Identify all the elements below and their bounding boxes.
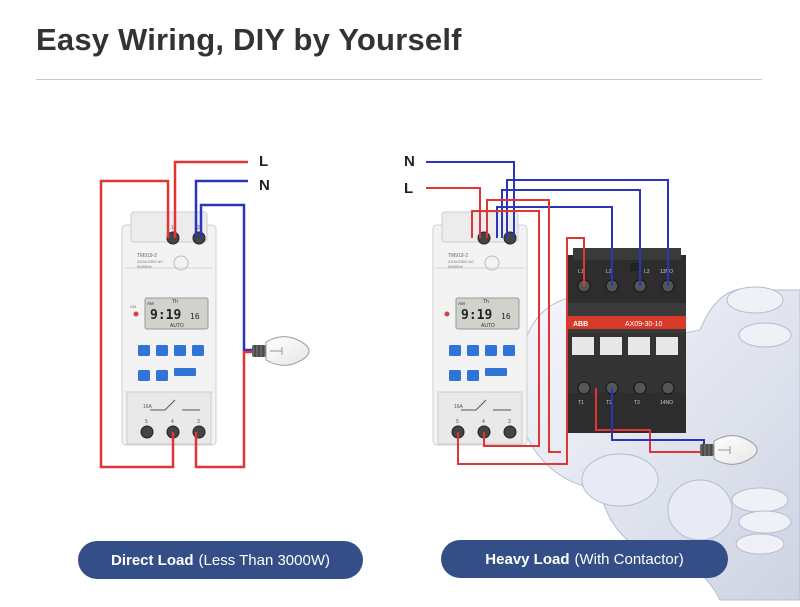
- left-timer-spec1: 220V/230V AC: [137, 259, 163, 264]
- right-neutral-wire-in: [426, 161, 515, 238]
- contactor-top-label-l3: L3: [644, 269, 650, 275]
- right-timer-button: [449, 345, 461, 356]
- right-display-time: 9:19: [461, 308, 492, 323]
- right-timer-button: [467, 345, 479, 356]
- right-terminal-label-4: 4: [482, 419, 485, 425]
- left-load-wire-lamp: [194, 350, 256, 469]
- right-timer-spec2: 50/60Hz: [448, 264, 463, 269]
- left-timer-model: TM919-2: [137, 253, 157, 259]
- left-terminal-label-1: 1: [171, 225, 174, 231]
- contactor-bottom-label-t3: T3: [634, 400, 640, 406]
- right-timer-button: [503, 345, 515, 356]
- right-neutral-wire-contactor: [506, 179, 669, 286]
- right-timer-button: [449, 370, 461, 381]
- right-display-am: AM: [458, 301, 465, 306]
- direct-load-caption: Direct Load (Less Than 3000W): [78, 541, 363, 579]
- left-timer-body: [121, 211, 217, 446]
- direct-load-caption-rest: (Less Than 3000W): [198, 551, 330, 569]
- contactor-brand: ABB: [573, 321, 588, 328]
- direct-load-caption-bold: Direct Load: [111, 551, 194, 569]
- right-lamp-live-wire: [595, 388, 704, 453]
- right-light-bulb-icon: [700, 435, 758, 465]
- right-display-mode: AUTO: [481, 323, 495, 329]
- left-wire-label-l: L: [259, 153, 268, 170]
- left-diagram: TM919-2 220V/230V AC 50/60Hz AM Th 9:19 …: [99, 153, 310, 469]
- left-neutral-wire-in: [194, 179, 248, 238]
- left-display-time: 9:19: [150, 308, 181, 323]
- left-timer-button: [156, 345, 168, 356]
- right-timer-model: TM919-2: [448, 253, 468, 259]
- left-display-am: AM: [147, 301, 154, 306]
- right-neutral-wire-contactor-2: [501, 189, 641, 286]
- right-terminal-label-5: 5: [456, 419, 459, 425]
- right-relay-rating: 16A: [454, 404, 464, 410]
- left-display-seconds: 16: [190, 312, 200, 321]
- contactor-model: AX09-30-10: [625, 321, 662, 328]
- right-live-wire-contactor: [486, 199, 561, 453]
- right-timer-display: [455, 297, 520, 330]
- left-terminal-label-2: 2: [197, 225, 200, 231]
- contactor-bottom-label-t1: T1: [578, 400, 584, 406]
- left-timer-button: [138, 370, 150, 381]
- right-timer-button: [467, 370, 479, 381]
- left-timer-spec2: 50/60Hz: [137, 264, 152, 269]
- contactor-top-label-13no: 13NO: [660, 269, 673, 275]
- right-timer-body: [432, 211, 528, 446]
- right-timer-button: [485, 345, 497, 356]
- left-terminal-label-5: 5: [145, 419, 148, 425]
- contactor-bottom-label-t2: T2: [606, 400, 612, 406]
- left-neutral-wire-lamp: [199, 203, 256, 352]
- left-live-wire-in: [173, 160, 248, 238]
- right-timer-load-wire: [457, 237, 585, 465]
- left-timer-button: [156, 370, 168, 381]
- right-live-wire-loop: [471, 210, 540, 447]
- left-timer-switch: [174, 368, 196, 376]
- right-timer-spec1: 220V/230V AC: [448, 259, 474, 264]
- right-wire-label-l: L: [404, 180, 413, 197]
- left-live-wire-loop: [99, 179, 175, 469]
- contactor-label-band: [568, 316, 686, 329]
- left-light-bulb-icon: [252, 336, 310, 366]
- right-timer-switch: [485, 368, 507, 376]
- heavy-load-caption-rest: (With Contactor): [574, 550, 684, 568]
- left-timer-button: [138, 345, 150, 356]
- heavy-load-caption-bold: Heavy Load: [485, 550, 570, 568]
- right-diagram: TM919-2 220V/230V AC 50/60Hz AM Th 9:19 …: [404, 153, 800, 601]
- right-wire-label-n: N: [404, 153, 415, 170]
- left-display-day: Th: [172, 299, 178, 305]
- right-display-day: Th: [483, 299, 489, 305]
- heavy-load-caption: Heavy Load (With Contactor): [441, 540, 728, 578]
- left-relay-rating: 16A: [143, 404, 153, 410]
- contactor-body: [568, 248, 686, 433]
- title-divider: [36, 79, 762, 80]
- left-display-mode: AUTO: [170, 323, 184, 329]
- left-terminal-label-4: 4: [171, 419, 174, 425]
- left-terminal-label-3: 3: [197, 419, 200, 425]
- right-live-wire-in: [426, 187, 481, 238]
- right-display-seconds: 16: [501, 312, 511, 321]
- left-on-label: ON: [130, 304, 136, 309]
- left-timer-button: [174, 345, 186, 356]
- contactor-top-label-l2: L2: [606, 269, 612, 275]
- left-timer-button: [192, 345, 204, 356]
- right-terminal-label-3: 3: [508, 419, 511, 425]
- right-neutral-wire-contactor-3: [496, 206, 613, 286]
- left-wire-label-n: N: [259, 177, 270, 194]
- contactor-bottom-label-14no: 14NO: [660, 400, 673, 406]
- contactor-top-label-l1: L1: [578, 269, 584, 275]
- left-timer-display: [144, 297, 209, 330]
- page-title: Easy Wiring, DIY by Yourself: [36, 22, 462, 57]
